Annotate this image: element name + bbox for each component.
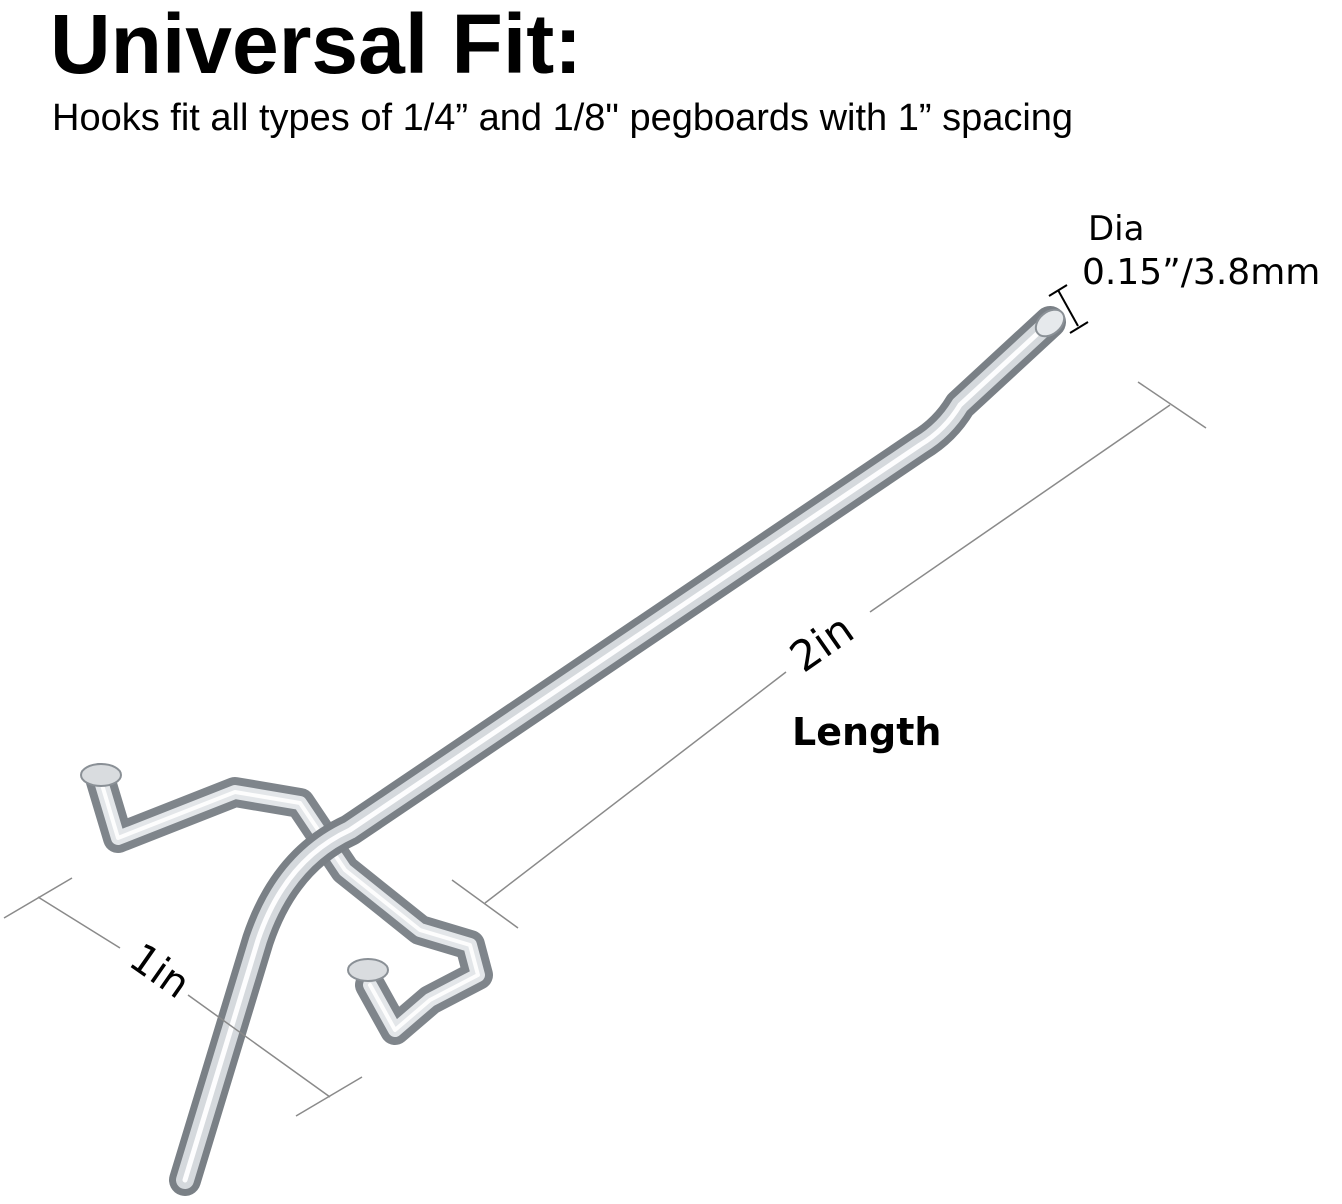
page-title: Universal Fit: — [50, 0, 583, 91]
hook-back-bracket — [85, 763, 493, 1045]
peg-end-right — [347, 958, 389, 982]
length-dimension — [451, 381, 1207, 929]
depth-value: 1in — [121, 935, 198, 1008]
diameter-label-line2: 0.15”/3.8mm — [1082, 252, 1320, 293]
diameter-dimension — [1048, 284, 1089, 334]
length-value: 2in — [781, 604, 862, 681]
length-label: Length — [792, 710, 941, 754]
diameter-label-line1: Dia — [1088, 209, 1144, 249]
hook-tip — [1034, 308, 1066, 338]
peg-end-left — [80, 763, 122, 787]
pegboard-hook — [80, 306, 1066, 1196]
page-subtitle: Hooks fit all types of 1/4” and 1/8" peg… — [52, 97, 1074, 139]
depth-dimension — [3, 877, 363, 1117]
hook-main-arm — [169, 306, 1066, 1196]
